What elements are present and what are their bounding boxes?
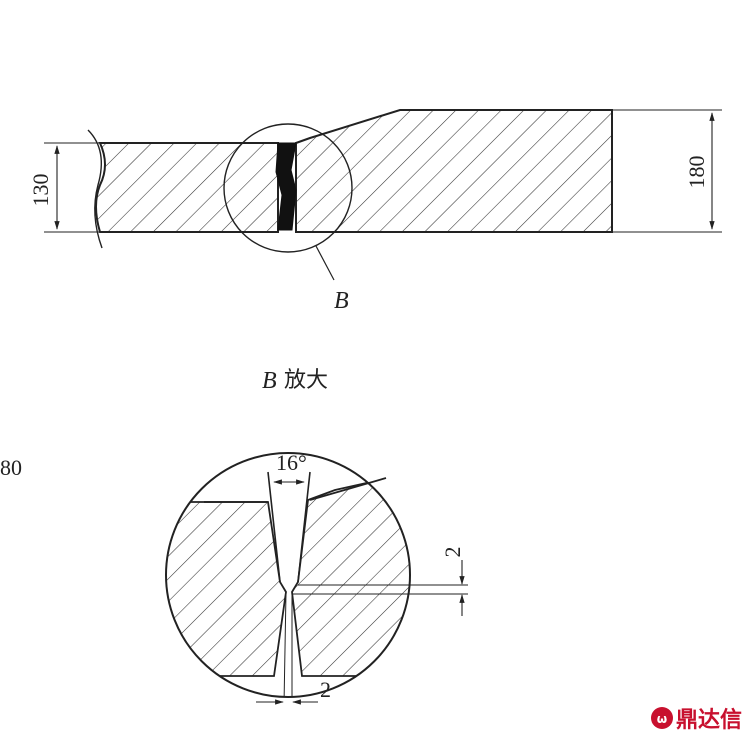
weld-bead [275, 142, 297, 231]
groove-wall-right [297, 471, 311, 583]
left-plate [95, 142, 279, 233]
detail-right-plate [291, 468, 410, 677]
detail-callout-label: B [334, 288, 349, 314]
svg-text:ω: ω [657, 712, 667, 726]
caption-text: 放大 [284, 368, 328, 393]
top-view: B 130 180 [28, 109, 722, 314]
watermark-text: 鼎达信 [676, 707, 742, 733]
groove-wall-left [267, 471, 281, 583]
right-thickness-label: 180 [684, 156, 709, 189]
groove-angle-label: 16° [276, 450, 307, 475]
root-face-label: 2 [440, 547, 465, 558]
right-plate [295, 109, 613, 233]
watermark: ω 鼎达信 [651, 707, 742, 733]
detail-left-plate [166, 501, 287, 677]
left-thickness-label: 130 [28, 174, 53, 207]
break-line [87, 129, 103, 249]
detail-leader [315, 245, 335, 281]
watermark-logo-icon [651, 707, 673, 729]
detail-view: 16° 2 2 [165, 450, 468, 705]
caption-letter: B [262, 368, 277, 394]
root-gap-line-left [283, 591, 287, 697]
margin-fragment: 80 [0, 455, 22, 480]
detail-outline [165, 452, 411, 698]
detail-circle [223, 123, 353, 253]
top-surface-right [309, 477, 387, 501]
root-gap-label: 2 [320, 677, 331, 702]
